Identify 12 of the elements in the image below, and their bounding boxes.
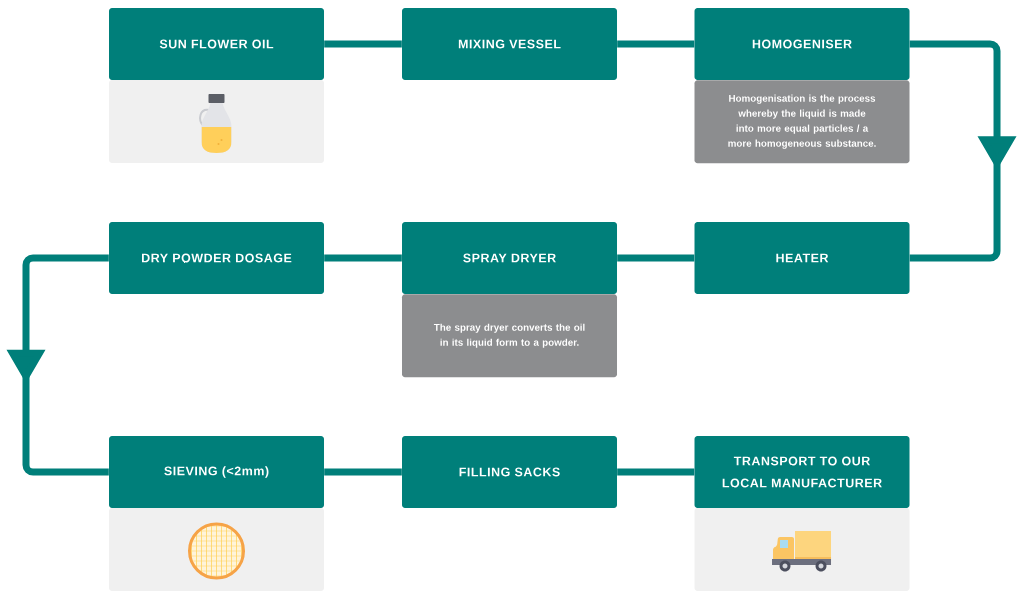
process-box: SIEVING (<2mm) — [109, 436, 324, 508]
process-box: SPRAY DRYER — [402, 222, 617, 294]
process-box: MIXING VESSEL — [402, 8, 617, 80]
process-box: DRY POWDER DOSAGE — [109, 222, 324, 294]
process-box: HOMOGENISER — [694, 8, 910, 80]
process-box: FILLING SACKS — [402, 436, 617, 508]
process-box: TRANSPORT TO OUR LOCAL MANUFACTURER — [694, 436, 910, 508]
arrow — [909, 40, 1017, 262]
description-panel: Homogenisation is the process whereby the liquid is made into more equal particles / a more homogeneous substance. — [694, 80, 910, 164]
description-panel: The spray dryer converts the oil in its liquid form to a powder. — [402, 294, 617, 378]
process-box: SUN FLOWER OIL — [109, 8, 324, 80]
process-box: HEATER — [694, 222, 910, 294]
